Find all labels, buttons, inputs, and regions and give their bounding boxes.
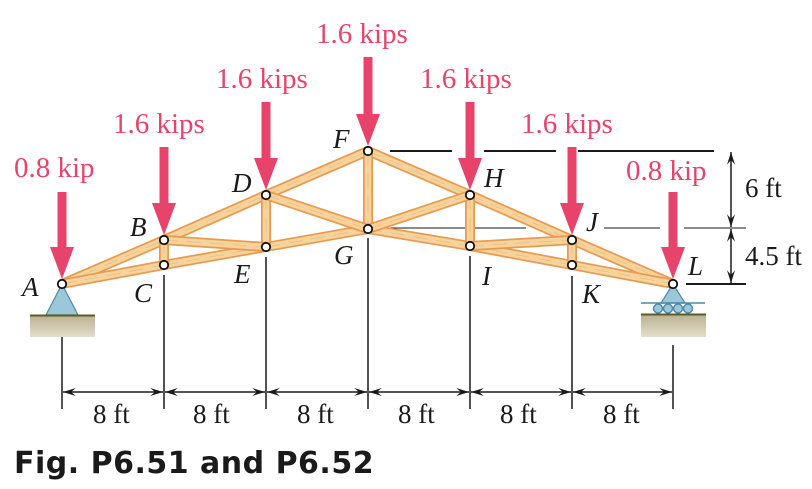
member-DF: [264, 146, 370, 200]
load-B: 1.6 kips: [113, 108, 205, 235]
joint-J: [566, 234, 578, 246]
dimension-vertical-2: 4.5 ft: [727, 229, 802, 283]
joint-K: [566, 259, 578, 271]
joint-C: [158, 259, 170, 271]
joint-G: [362, 223, 374, 235]
member-DG: [264, 190, 370, 234]
load-label-A: 0.8 kip: [14, 152, 95, 184]
dimension-label: 8 ft: [93, 399, 130, 429]
dimension-label: 6 ft: [745, 173, 782, 203]
load-J: 1.6 kips: [521, 108, 613, 235]
dimension-label: 8 ft: [193, 399, 230, 429]
load-label-L: 0.8 kip: [626, 155, 707, 187]
figure-caption: Fig. P6.51 and P6.52: [14, 446, 375, 481]
member-AC: [61, 260, 165, 289]
joint-E: [260, 241, 272, 253]
extension-lines: [61, 150, 746, 409]
joint-labels: A B C D E F G H I J K L: [20, 124, 703, 309]
dimension-horizontal-6: 8 ft: [573, 388, 672, 429]
joint-label-K: K: [581, 279, 602, 309]
dimension-label: 8 ft: [398, 399, 435, 429]
member-HJ: [467, 190, 575, 245]
joint-label-A: A: [20, 272, 39, 302]
joint-label-H: H: [483, 163, 505, 193]
joint-label-L: L: [687, 251, 703, 281]
joint-H: [464, 189, 476, 201]
dimension-label: 8 ft: [603, 399, 640, 429]
dimension-label: 8 ft: [297, 399, 334, 429]
joint-A: [56, 278, 68, 290]
truss-joints: [56, 145, 679, 290]
member-FH: [366, 146, 472, 200]
joint-B: [158, 234, 170, 246]
load-label-F: 1.6 kips: [316, 18, 408, 50]
load-label-J: 1.6 kips: [521, 108, 613, 140]
joint-label-J: J: [586, 207, 600, 237]
member-EG: [265, 224, 369, 252]
member-IJ: [469, 235, 573, 251]
truss-members: [60, 146, 675, 289]
dimension-horizontal-1: 8 ft: [63, 388, 163, 429]
dimension-label: 4.5 ft: [745, 241, 802, 271]
joint-label-F: F: [332, 124, 350, 154]
load-label-B: 1.6 kips: [113, 108, 205, 140]
dimension-horizontal-4: 8 ft: [369, 388, 469, 429]
roller-support: [641, 282, 706, 337]
member-GI: [367, 224, 471, 251]
member-KL: [571, 260, 674, 289]
member-GH: [366, 190, 472, 234]
joint-label-C: C: [134, 278, 153, 308]
joint-I: [464, 240, 476, 252]
load-H: 1.6 kips: [420, 63, 512, 190]
load-D: 1.6 kips: [216, 63, 308, 190]
joint-label-E: E: [233, 259, 251, 289]
joint-label-B: B: [130, 212, 147, 242]
dimension-horizontal-3: 8 ft: [267, 388, 367, 429]
joint-L: [667, 278, 679, 290]
dimension-horizontal-5: 8 ft: [471, 388, 571, 429]
supports: [30, 282, 706, 337]
load-label-D: 1.6 kips: [216, 63, 308, 95]
dimension-label: 8 ft: [500, 399, 537, 429]
joint-D: [260, 189, 272, 201]
dimension-horizontal-2: 8 ft: [165, 388, 265, 429]
load-F: 1.6 kips: [316, 18, 408, 146]
joint-F: [362, 145, 374, 157]
load-L: 0.8 kip: [626, 155, 707, 279]
dimension-vertical-1: 6 ft: [727, 152, 782, 227]
load-label-H: 1.6 kips: [420, 63, 512, 95]
member-BD: [161, 190, 269, 245]
joint-label-D: D: [231, 168, 252, 198]
dimensions: 8 ft 8 ft 8 ft 8 ft 8 ft 8 ft 6 ft 4.5 ft: [63, 152, 802, 429]
member-BE: [163, 235, 267, 252]
pin-support: [30, 282, 95, 337]
joint-label-G: G: [334, 240, 354, 270]
load-A: 0.8 kip: [14, 152, 95, 279]
joint-label-I: I: [481, 261, 493, 291]
